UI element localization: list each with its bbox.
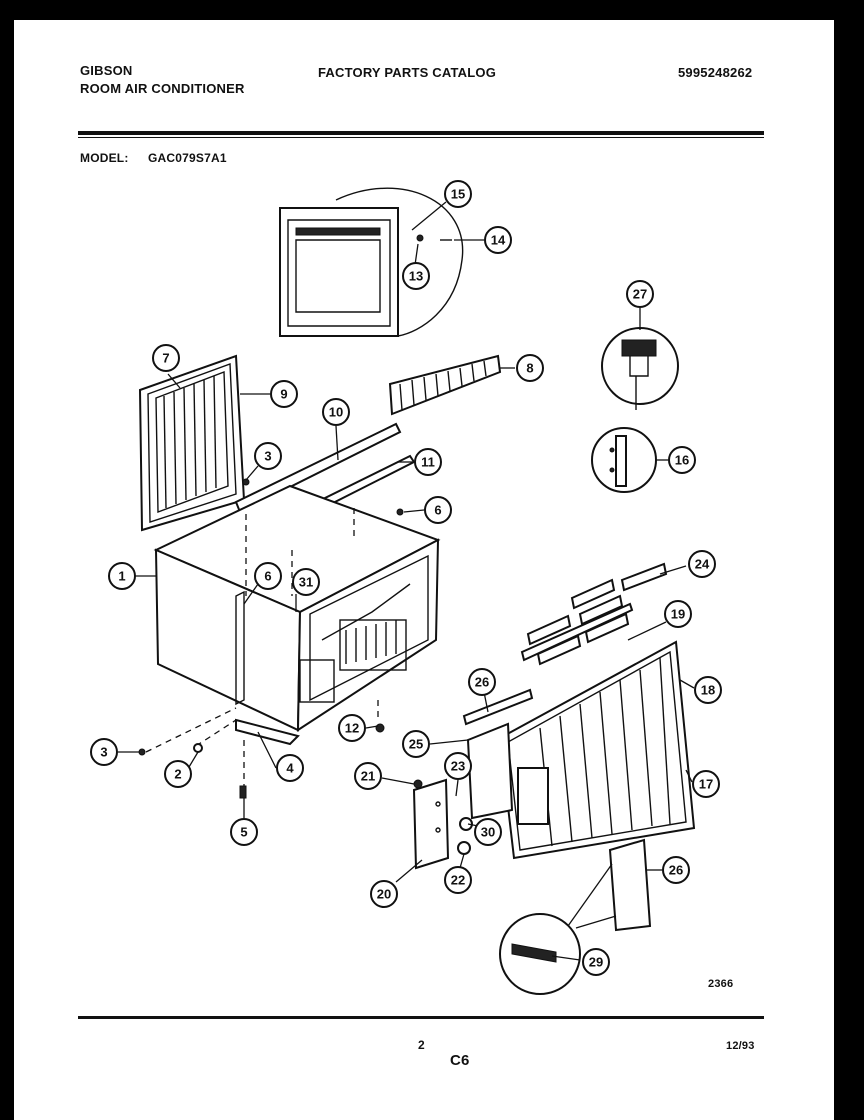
svg-text:29: 29 <box>589 955 603 970</box>
front-panel-top <box>279 187 464 337</box>
detail-clip <box>591 427 657 493</box>
callout-27: 27 <box>626 280 654 308</box>
callout-6a: 6 <box>254 562 282 590</box>
svg-text:14: 14 <box>491 233 506 248</box>
page-number: 2 <box>418 1038 425 1052</box>
svg-text:12: 12 <box>345 721 359 736</box>
svg-text:16: 16 <box>675 453 689 468</box>
callout-21: 21 <box>354 762 382 790</box>
svg-text:27: 27 <box>633 287 647 302</box>
callout-13: 13 <box>402 262 430 290</box>
callout-7: 7 <box>152 344 180 372</box>
catalog-number: 5995248262 <box>678 65 753 80</box>
svg-text:6: 6 <box>434 503 441 518</box>
callout-8: 8 <box>516 354 544 382</box>
svg-text:15: 15 <box>451 187 465 202</box>
svg-text:7: 7 <box>162 351 169 366</box>
callout-31: 31 <box>292 568 320 596</box>
svg-text:26: 26 <box>669 863 683 878</box>
callout-15: 15 <box>444 180 472 208</box>
callout-20: 20 <box>370 880 398 908</box>
callout-14: 14 <box>484 226 512 254</box>
cabinet <box>153 484 441 732</box>
callout-29: 29 <box>582 948 610 976</box>
callout-19: 19 <box>664 600 692 628</box>
mounting-guides <box>145 508 379 790</box>
svg-text:20: 20 <box>377 887 391 902</box>
control-bracket <box>412 778 473 870</box>
svg-text:25: 25 <box>409 737 423 752</box>
callout-26b: 26 <box>662 856 690 884</box>
svg-text:18: 18 <box>701 683 715 698</box>
callout-23: 23 <box>444 752 472 780</box>
product-name: ROOM AIR CONDITIONER <box>80 81 245 96</box>
svg-text:19: 19 <box>671 607 685 622</box>
callout-30: 30 <box>474 818 502 846</box>
svg-text:21: 21 <box>361 769 375 784</box>
callout-balloons: 1 2 3 3 4 5 6 6 7 8 9 10 11 12 13 14 15 … <box>90 180 722 976</box>
svg-text:3: 3 <box>100 745 107 760</box>
callout-5: 5 <box>230 818 258 846</box>
vertical-louvers <box>520 562 668 666</box>
footer-date: 12/93 <box>726 1040 755 1052</box>
model-label: MODEL: <box>80 151 129 165</box>
callout-24: 24 <box>688 550 716 578</box>
callout-26a: 26 <box>468 668 496 696</box>
callout-2: 2 <box>164 760 192 788</box>
callout-12: 12 <box>338 714 366 742</box>
louver-strip <box>388 354 502 416</box>
callout-9: 9 <box>270 380 298 408</box>
svg-text:13: 13 <box>409 269 423 284</box>
svg-text:31: 31 <box>299 575 313 590</box>
svg-text:9: 9 <box>280 387 287 402</box>
catalog-title: FACTORY PARTS CATALOG <box>318 65 497 80</box>
svg-text:1: 1 <box>118 569 125 584</box>
callout-4: 4 <box>276 754 304 782</box>
svg-text:30: 30 <box>481 825 495 840</box>
base-tray <box>235 718 300 746</box>
model-number: GAC079S7A1 <box>148 151 227 165</box>
svg-text:26: 26 <box>475 675 489 690</box>
callout-17: 17 <box>692 770 720 798</box>
header-rule <box>78 131 764 135</box>
drawing-number: 2366 <box>708 978 734 990</box>
svg-text:11: 11 <box>421 455 435 470</box>
brand-name: GIBSON <box>80 63 133 78</box>
svg-text:17: 17 <box>699 777 713 792</box>
callout-3a: 3 <box>254 442 282 470</box>
svg-text:2: 2 <box>174 767 181 782</box>
callout-1: 1 <box>108 562 136 590</box>
svg-text:24: 24 <box>695 557 710 572</box>
callout-18: 18 <box>694 676 722 704</box>
svg-text:3: 3 <box>264 449 271 464</box>
leader-lines <box>118 201 695 961</box>
footer-rule <box>78 1016 764 1019</box>
svg-text:4: 4 <box>286 761 294 776</box>
svg-text:22: 22 <box>451 873 465 888</box>
svg-text:5: 5 <box>240 825 247 840</box>
section-code: C6 <box>450 1052 470 1069</box>
detail-bracket <box>601 327 679 410</box>
callout-25: 25 <box>402 730 430 758</box>
callout-11: 11 <box>414 448 442 476</box>
callout-10: 10 <box>322 398 350 426</box>
air-filter <box>138 354 246 532</box>
callout-6b: 6 <box>424 496 452 524</box>
svg-text:8: 8 <box>526 361 533 376</box>
callout-16: 16 <box>668 446 696 474</box>
header-rule-thin <box>78 137 764 138</box>
panel-filter <box>499 838 652 995</box>
svg-text:23: 23 <box>451 759 465 774</box>
front-grille <box>462 640 696 860</box>
callout-3b: 3 <box>90 738 118 766</box>
callout-22: 22 <box>444 866 472 894</box>
svg-text:10: 10 <box>329 405 343 420</box>
svg-text:6: 6 <box>264 569 271 584</box>
